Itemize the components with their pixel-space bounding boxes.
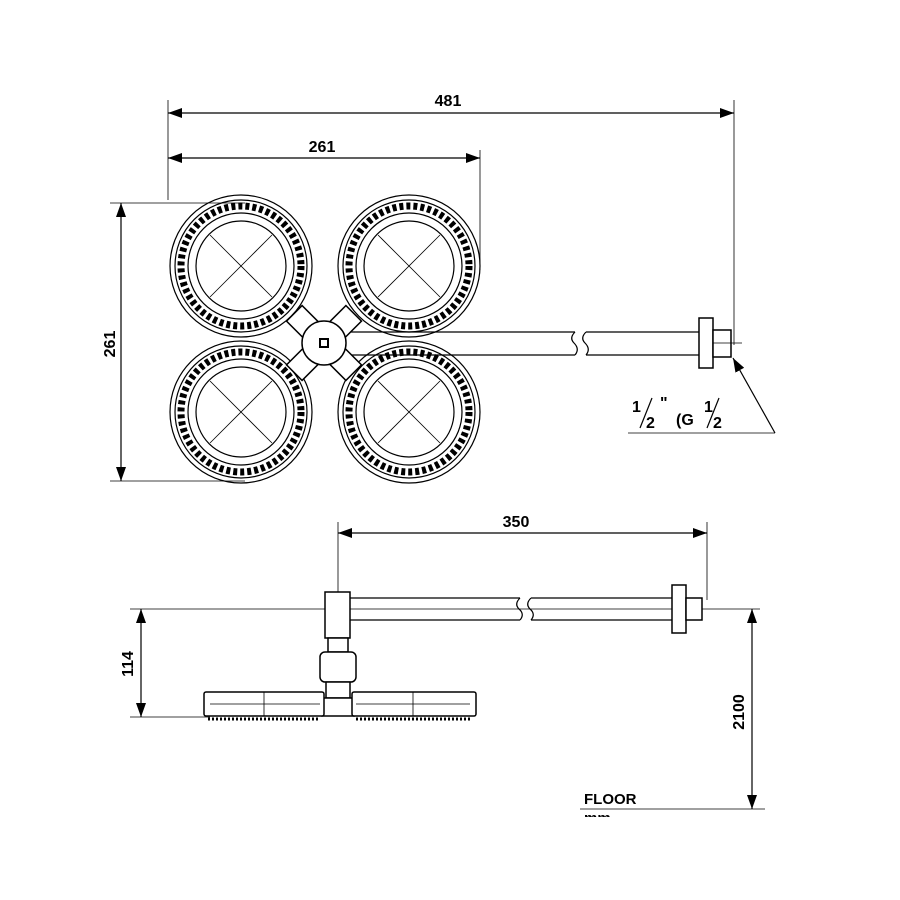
thread-callout: 1 2 " (G 1 2 bbox=[628, 357, 776, 434]
thread-g-denominator: 2 bbox=[713, 415, 722, 432]
spray-head-top-left bbox=[169, 194, 313, 338]
arm-side-view bbox=[324, 584, 703, 639]
thread-inch-mark: " bbox=[660, 395, 668, 412]
top-view: 481 261 261 bbox=[102, 93, 776, 484]
ball-joint bbox=[319, 637, 357, 717]
spray-head-side-profile bbox=[203, 691, 477, 721]
bottom-mask bbox=[560, 817, 780, 847]
dim-481-label: 481 bbox=[435, 93, 462, 110]
dim-2100-label: 2100 bbox=[731, 694, 748, 730]
arm-top-view bbox=[350, 317, 742, 369]
dim-overall-width: 481 bbox=[167, 93, 735, 345]
spray-head-top-right bbox=[337, 194, 481, 338]
dim-head-drop: 114 bbox=[120, 609, 210, 718]
spray-head-bottom-left bbox=[169, 340, 313, 484]
thread-fraction-denominator: 2 bbox=[646, 415, 655, 432]
dim-261-height-label: 261 bbox=[102, 331, 119, 358]
dim-261-width-label: 261 bbox=[309, 139, 336, 156]
thread-g-numerator: 1 bbox=[704, 399, 713, 416]
dim-arm-length: 350 bbox=[337, 514, 708, 600]
side-view: 350 114 2100 bbox=[120, 514, 765, 827]
floor-label: FLOOR bbox=[584, 791, 637, 808]
spray-head-bottom-right bbox=[337, 340, 481, 484]
thread-g-label: (G bbox=[676, 412, 694, 429]
central-hub bbox=[285, 304, 363, 382]
dim-114-label: 114 bbox=[120, 651, 137, 677]
dim-head-width: 261 bbox=[168, 139, 481, 270]
dim-350-label: 350 bbox=[503, 514, 530, 531]
thread-fraction-numerator: 1 bbox=[632, 399, 641, 416]
dim-height-from-floor: 2100 bbox=[580, 609, 765, 810]
